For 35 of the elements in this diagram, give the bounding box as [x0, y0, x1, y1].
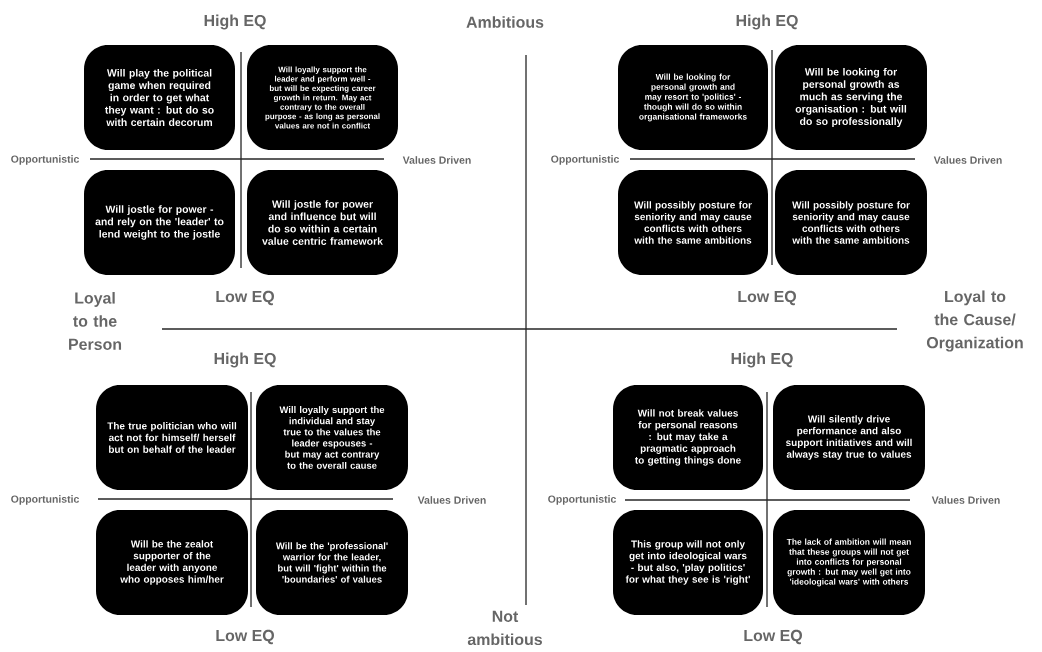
- axis-label: Not ambitious: [467, 610, 542, 646]
- axis-label: Ambitious: [466, 16, 544, 28]
- description-box: The lack of ambition will mean that these groups will not get into conflicts for personal growth : but may well get into 'ideological wars' with others: [773, 510, 925, 615]
- axis-label: Low EQ: [738, 290, 796, 306]
- description-box: Will be looking for personal growth and may resort to 'politics' - though will do so within organisational frameworks: [618, 45, 768, 150]
- description-box: This group will not only get into ideological wars - but also, 'play politics' for what they see is 'right': [613, 510, 763, 615]
- axis-label: Values Driven: [402, 156, 471, 164]
- axis-label: Loyal to the Person: [69, 292, 122, 350]
- axis-label: Values Driven: [931, 496, 1000, 504]
- description-box: Will not break values for personal reasons : but may take a pragmatic approach to getting things done: [613, 385, 763, 490]
- description-box: Will possibly posture for seniority and may cause conflicts with others with the same ambitions: [775, 170, 927, 275]
- axis-label: Opportunistic: [548, 495, 616, 505]
- axis-label: Loyal to the Cause/ Organization: [926, 290, 1023, 352]
- axis-label: Opportunistic: [11, 495, 79, 505]
- axis-label: High EQ: [214, 352, 276, 368]
- description-box: Will jostle for power and influence but will do so within a certain value centric framework: [247, 170, 398, 275]
- axis-label: Values Driven: [933, 156, 1002, 164]
- axis-label: Opportunistic: [551, 155, 619, 165]
- axis-label: Low EQ: [216, 629, 274, 645]
- axis-label: Low EQ: [744, 629, 802, 645]
- description-box: Will jostle for power - and rely on the 'leader' to lend weight to the jostle: [84, 170, 235, 275]
- axis-label: Opportunistic: [11, 155, 79, 165]
- description-box: Will play the political game when required in order to get what they want : but do so with certain decorum: [84, 45, 235, 150]
- description-box: Will loyally support the individual and stay true to the values the leader espouses - but may act contrary to the overall cause: [256, 385, 408, 490]
- description-box: The true politician who will act not for himself/ herself but on behalf of the leader: [96, 385, 248, 490]
- description-box: Will possibly posture for seniority and may cause conflicts with others with the same ambitions: [618, 170, 768, 275]
- description-box: Will be looking for personal growth as much as serving the organisation : but will do so professionally: [775, 45, 927, 150]
- description-box: Will be the zealot supporter of the leader with anyone who opposes him/her: [96, 510, 248, 615]
- description-box: Will be the 'professional' warrior for the leader, but will 'fight' within the 'boundaries' of values: [256, 510, 408, 615]
- description-box: Will silently drive performance and also support initiatives and will always stay true to values: [773, 385, 925, 490]
- axis-label: High EQ: [731, 352, 793, 368]
- axis-label: High EQ: [736, 14, 798, 30]
- axis-label: High EQ: [204, 14, 266, 30]
- axis-label: Values Driven: [417, 496, 486, 504]
- axis-label: Low EQ: [216, 290, 274, 306]
